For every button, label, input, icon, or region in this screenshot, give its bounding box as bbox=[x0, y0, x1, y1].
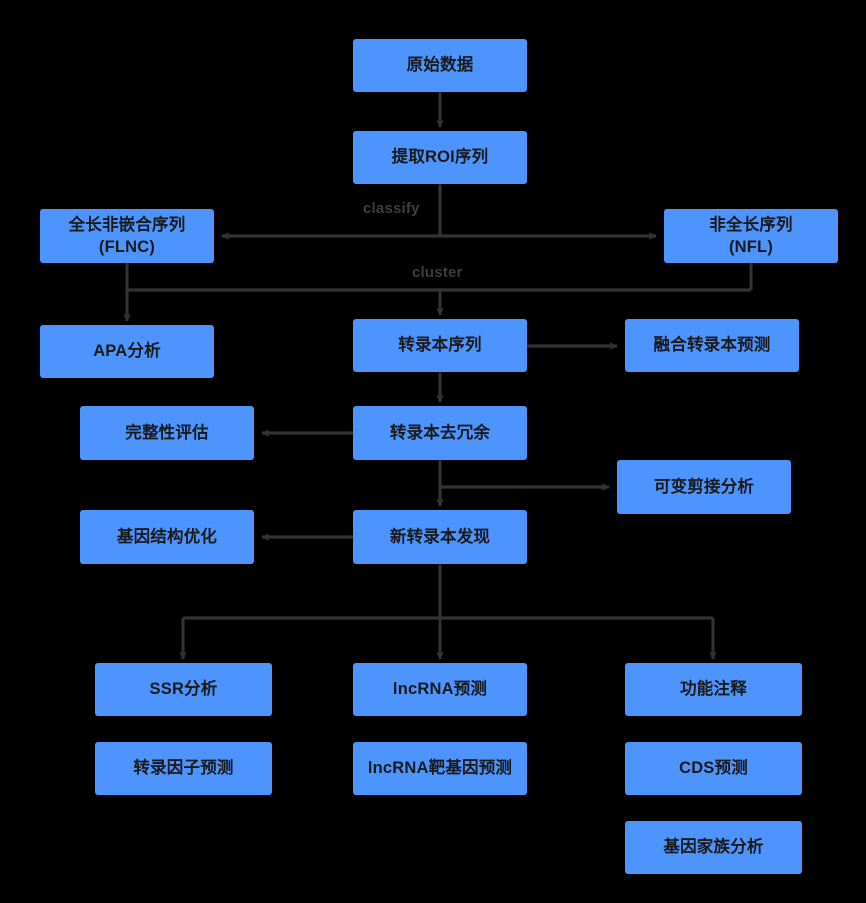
node-extract-roi[interactable]: 提取ROI序列 bbox=[353, 131, 527, 184]
node-lncrna-target-gene-prediction[interactable]: lncRNA靶基因预测 bbox=[353, 742, 527, 795]
node-ssr-analysis[interactable]: SSR分析 bbox=[95, 663, 272, 716]
node-transcript-sequence[interactable]: 转录本序列 bbox=[353, 319, 527, 372]
node-raw-data[interactable]: 原始数据 bbox=[353, 39, 527, 92]
node-flnc[interactable]: 全长非嵌合序列 (FLNC) bbox=[40, 209, 214, 263]
node-gene-structure-optimization[interactable]: 基因结构优化 bbox=[80, 510, 254, 564]
node-new-transcript-discovery[interactable]: 新转录本发现 bbox=[353, 510, 527, 564]
node-transcription-factor-prediction[interactable]: 转录因子预测 bbox=[95, 742, 272, 795]
node-completeness-evaluation[interactable]: 完整性评估 bbox=[80, 406, 254, 460]
node-transcript-deduplication[interactable]: 转录本去冗余 bbox=[353, 406, 527, 460]
node-gene-family-analysis[interactable]: 基因家族分析 bbox=[625, 821, 802, 874]
node-fusion-transcript-prediction[interactable]: 融合转录本预测 bbox=[625, 319, 799, 372]
node-apa-analysis[interactable]: APA分析 bbox=[40, 325, 214, 378]
edge-label-cluster: cluster bbox=[412, 264, 463, 281]
node-nfl[interactable]: 非全长序列 (NFL) bbox=[664, 209, 838, 263]
node-cds-prediction[interactable]: CDS预测 bbox=[625, 742, 802, 795]
edge-label-classify: classify bbox=[363, 200, 420, 217]
node-lncrna-prediction[interactable]: lncRNA预测 bbox=[353, 663, 527, 716]
node-alternative-splicing-analysis[interactable]: 可变剪接分析 bbox=[617, 460, 791, 514]
node-functional-annotation[interactable]: 功能注释 bbox=[625, 663, 802, 716]
